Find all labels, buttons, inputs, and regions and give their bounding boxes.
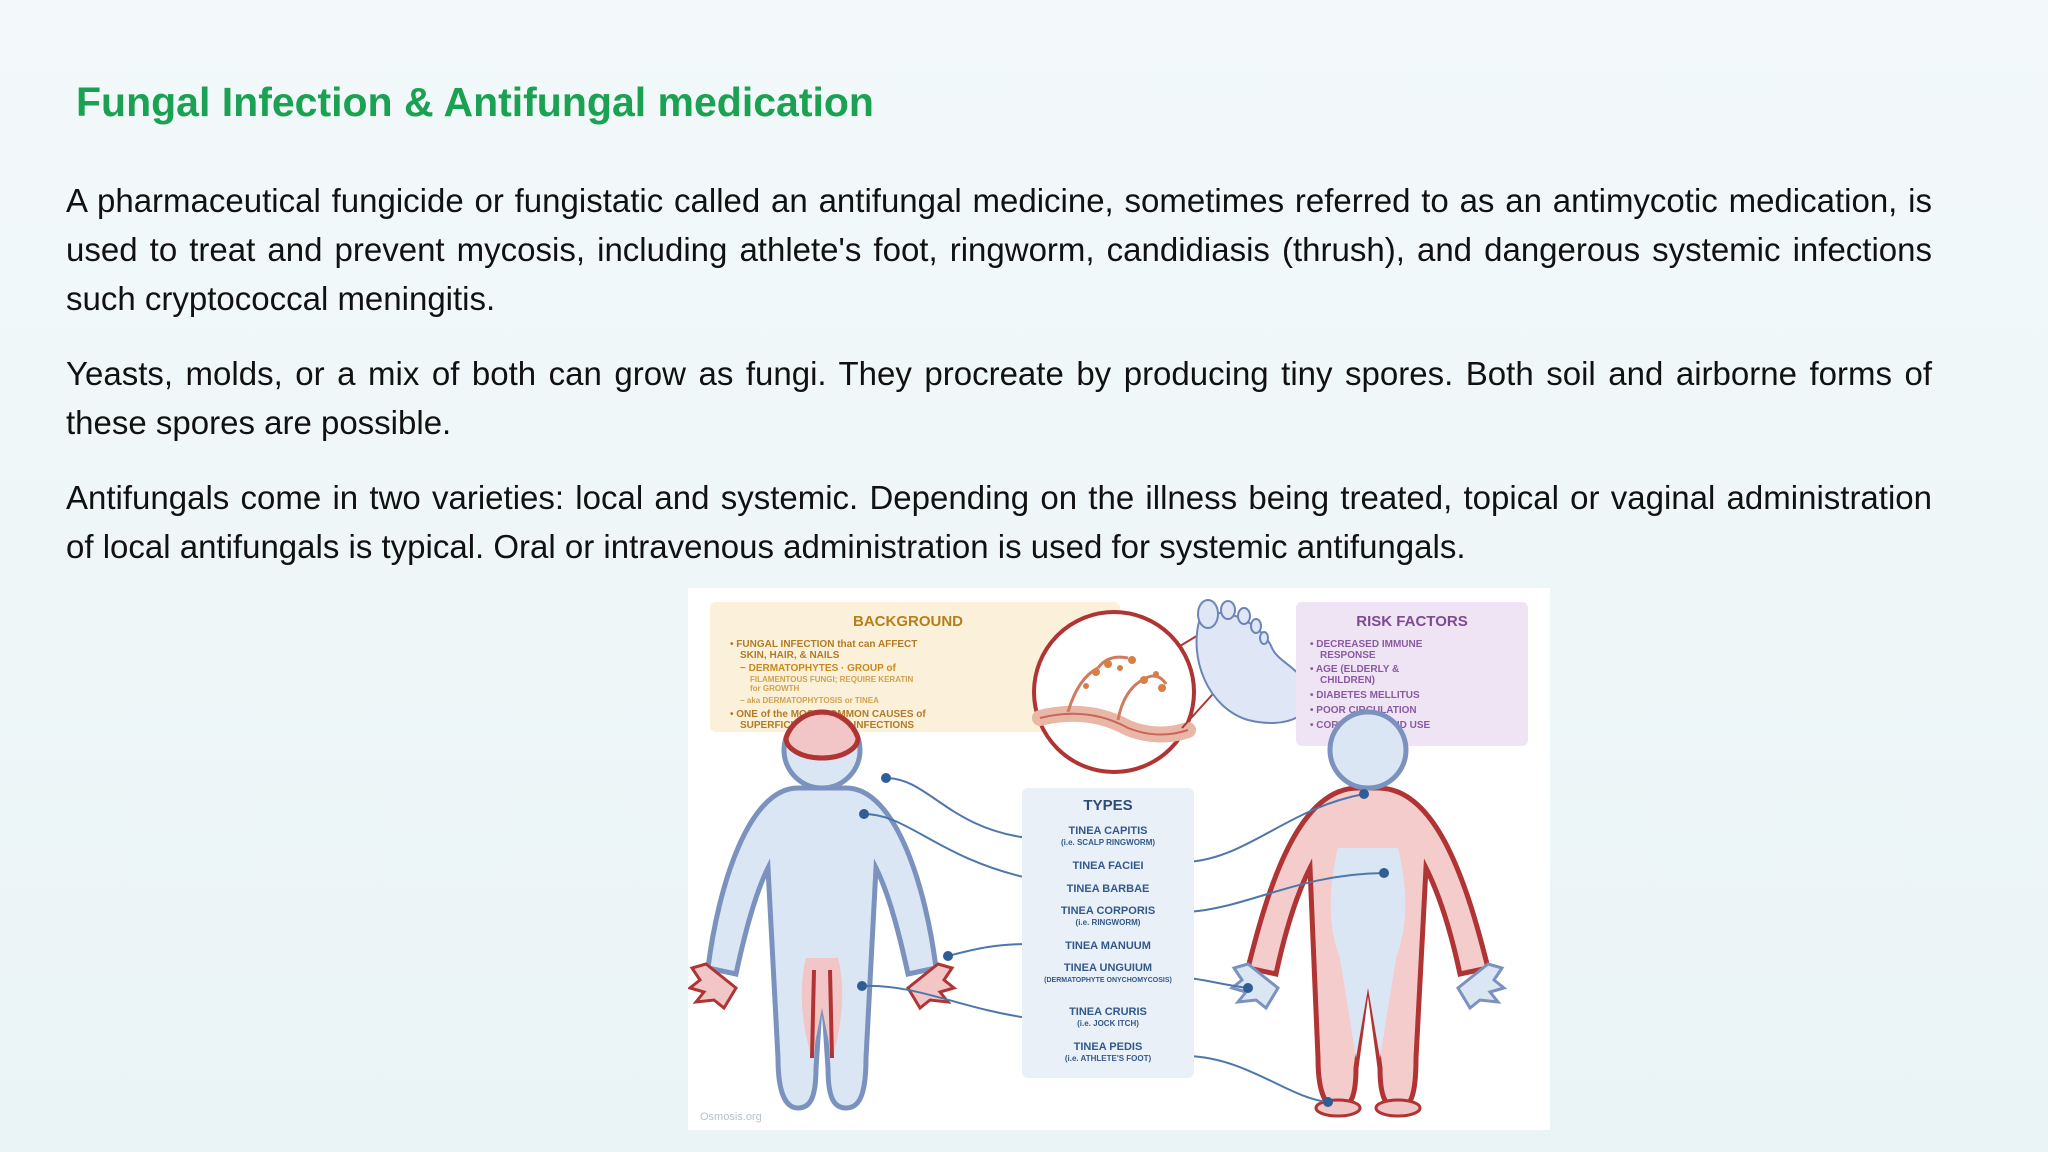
paragraph-antifungal-varieties: Antifungals come in two varieties: local…: [66, 479, 1932, 565]
left-body-figure: [688, 709, 958, 1111]
type-name: TINEA CORPORIS: [1061, 905, 1155, 917]
paragraph-antifungal-definition: A pharmaceutical fungicide or fungistati…: [66, 182, 1932, 317]
background-line: for GROWTH: [750, 684, 800, 693]
types-heading: TYPES: [1083, 797, 1132, 814]
paragraph-fungi-growth: Yeasts, molds, or a mix of both can grow…: [66, 355, 1932, 441]
background-heading: BACKGROUND: [853, 613, 963, 630]
type-name: TINEA CAPITIS: [1068, 825, 1147, 837]
risk-factor-line: • AGE (ELDERLY &: [1310, 664, 1399, 675]
background-line: FILAMENTOUS FUNGI; REQUIRE KERATIN: [750, 675, 913, 684]
background-line: − DERMATOPHYTES · GROUP of: [740, 663, 897, 674]
risk-factors-box: RISK FACTORS • DECREASED IMMUNE RESPONSE…: [1296, 602, 1528, 746]
risk-factor-line: CHILDREN): [1320, 675, 1375, 686]
risk-factor-line: • DIABETES MELLITUS: [1310, 690, 1420, 701]
background-line: SKIN, HAIR, & NAILS: [740, 650, 840, 661]
risk-factor-line: • DECREASED IMMUNE: [1310, 639, 1423, 650]
risk-factors-heading: RISK FACTORS: [1356, 613, 1467, 630]
type-name: TINEA MANUUM: [1065, 940, 1151, 952]
type-name: TINEA CRURIS: [1069, 1006, 1147, 1018]
type-note: (i.e. RINGWORM): [1076, 918, 1141, 927]
background-line: − aka DERMATOPHYTOSIS or TINEA: [740, 696, 879, 705]
watermark: Osmosis.org: [700, 1111, 762, 1123]
type-name: TINEA PEDIS: [1074, 1041, 1143, 1053]
type-note: (i.e. ATHLETE'S FOOT): [1065, 1054, 1152, 1063]
type-name: TINEA FACIEI: [1072, 860, 1143, 872]
connector-lines: [861, 777, 1385, 1103]
connector-dots: [857, 773, 1389, 1107]
tinea-infographic: BACKGROUND • FUNGAL INFECTION that can A…: [688, 588, 1550, 1130]
type-note: (i.e. SCALP RINGWORM): [1061, 838, 1155, 847]
right-body-figure: [1228, 709, 1508, 1118]
body-text: A pharmaceutical fungicide or fungistati…: [66, 176, 1932, 597]
type-note: (i.e. JOCK ITCH): [1077, 1019, 1139, 1028]
background-line: • FUNGAL INFECTION that can AFFECT: [730, 639, 917, 650]
slide-title: Fungal Infection & Antifungal medication: [76, 79, 874, 125]
types-panel: TYPES TINEA CAPITIS (i.e. SCALP RINGWORM…: [1022, 788, 1194, 1078]
type-name: TINEA BARBAE: [1067, 883, 1150, 895]
risk-factor-line: RESPONSE: [1320, 650, 1376, 661]
type-note: (DERMATOPHYTE ONYCHOMYCOSIS): [1044, 977, 1172, 984]
type-name: TINEA UNGUIUM: [1064, 962, 1152, 974]
fungal-hyphae-illustration: [1032, 599, 1311, 774]
